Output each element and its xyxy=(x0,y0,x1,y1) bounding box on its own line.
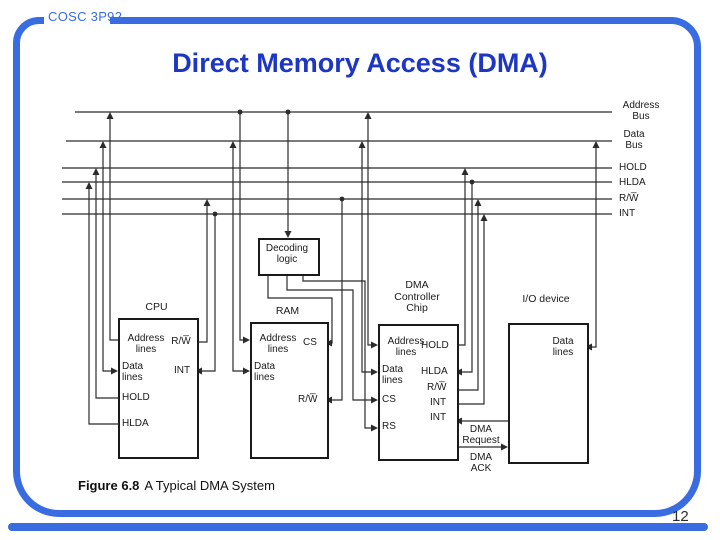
dma-pin-int-request: INT xyxy=(430,412,447,423)
bus-label-data: Data Bus xyxy=(623,129,645,151)
slide-border-frame xyxy=(13,17,701,517)
ram-pin-cs: CS xyxy=(303,337,317,348)
dma-pin-hlda: HLDA xyxy=(421,366,448,377)
bus-label-hold: HOLD xyxy=(619,162,647,173)
cpu-pin-address-lines: Address lines xyxy=(127,333,165,355)
cpu-pin-hlda: HLDA xyxy=(122,418,149,429)
dma-pin-data-lines: Data lines xyxy=(382,364,404,386)
bus-label-rw: R/W̅ xyxy=(619,193,639,204)
figure-caption-text: A Typical DMA System xyxy=(144,478,275,493)
figure-caption: Figure 6.8 A Typical DMA System xyxy=(78,478,275,493)
dma-pin-int-bus: INT xyxy=(430,397,447,408)
io-device-box xyxy=(508,323,589,464)
bottom-accent-bar xyxy=(8,523,708,531)
cpu-pin-hold: HOLD xyxy=(122,392,150,403)
dma-pin-hold: HOLD xyxy=(421,340,449,351)
ram-title: RAM xyxy=(275,305,300,317)
bus-label-address: Address Bus xyxy=(622,100,660,122)
dma-controller-title: DMA Controller Chip xyxy=(394,279,440,314)
cpu-pin-rw: R/W̅ xyxy=(171,336,191,347)
dma-pin-cs: CS xyxy=(382,394,396,405)
cpu-title: CPU xyxy=(145,301,168,313)
dma-pin-rw: R/W̅ xyxy=(427,382,447,393)
frame-text-gap xyxy=(44,14,110,28)
dma-controller-box xyxy=(378,324,459,461)
bus-label-hlda: HLDA xyxy=(619,177,646,188)
dma-ack-label: DMA ACK xyxy=(469,452,493,474)
dma-pin-address-lines: Address lines xyxy=(387,336,425,358)
cpu-box xyxy=(118,318,199,459)
figure-caption-number: Figure 6.8 xyxy=(78,478,140,493)
ram-pin-rw: R/W̅ xyxy=(298,394,318,405)
decoding-logic-label: Decoding logic xyxy=(265,243,309,265)
ram-pin-data-lines: Data lines xyxy=(254,361,276,383)
io-device-title: I/O device xyxy=(522,293,570,305)
dma-pin-rs: RS xyxy=(382,421,396,432)
page-number: 12 xyxy=(672,508,689,525)
decoding-logic-box xyxy=(258,238,320,276)
slide-title: Direct Memory Access (DMA) xyxy=(172,48,548,78)
ram-pin-address-lines: Address lines xyxy=(259,333,297,355)
ram-box xyxy=(250,322,329,459)
cpu-pin-int: INT xyxy=(173,365,191,376)
cpu-pin-data-lines: Data lines xyxy=(122,361,144,383)
bus-label-int: INT xyxy=(619,208,636,219)
course-code-label: COSC 3P92 xyxy=(48,9,123,24)
dma-request-label: DMA Request xyxy=(462,424,500,446)
io-pin-data-lines: Data lines xyxy=(552,336,574,358)
